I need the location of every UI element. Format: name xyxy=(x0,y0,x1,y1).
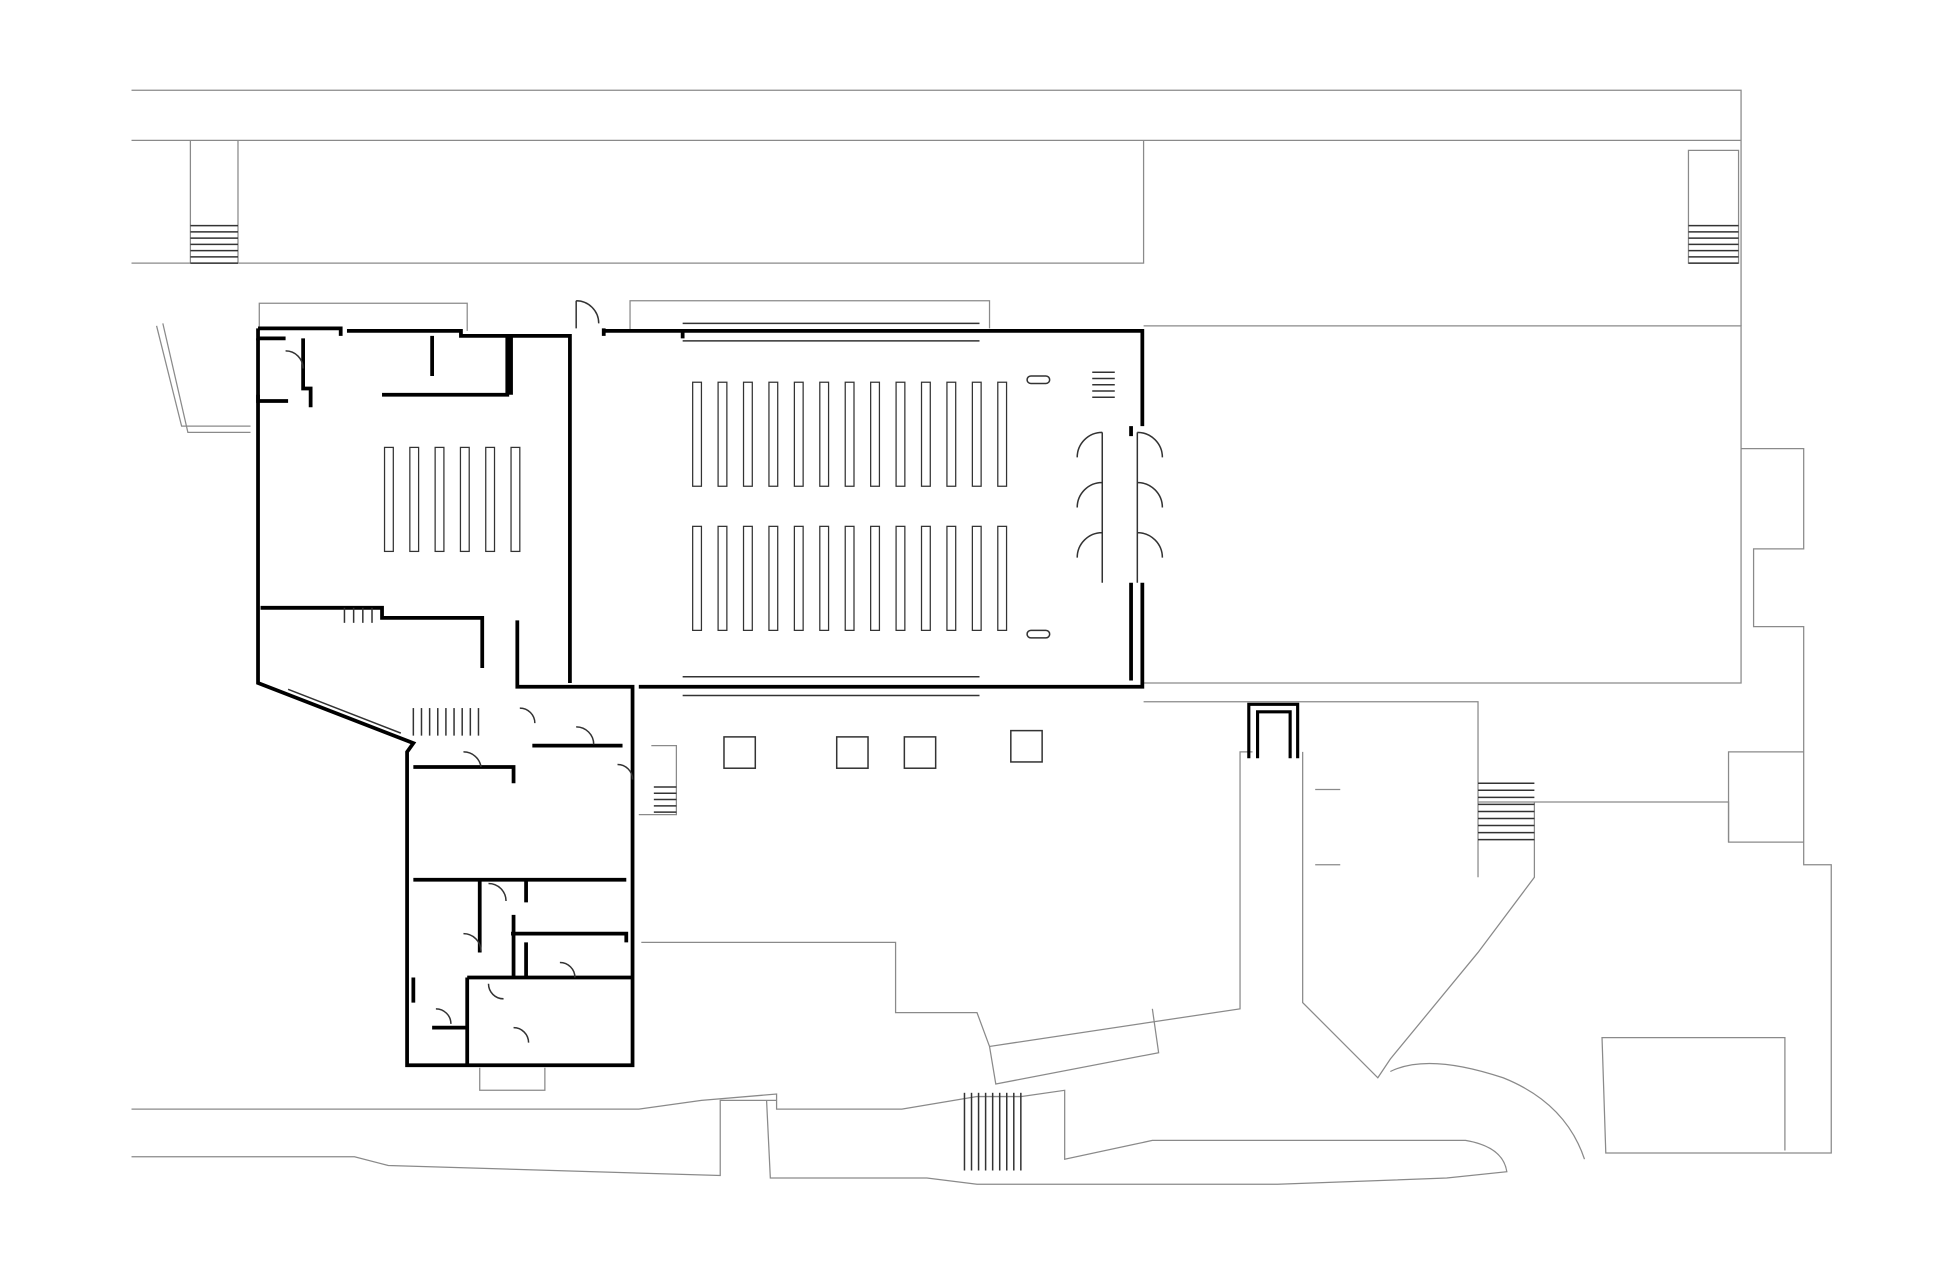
north-annex-rooms xyxy=(256,338,313,408)
stairs xyxy=(190,224,1739,1171)
pew xyxy=(793,381,804,487)
top-building-outline xyxy=(131,89,1742,326)
lower-court-outline xyxy=(641,751,1253,1085)
pew xyxy=(409,446,420,553)
courtyard-outline xyxy=(638,701,1730,878)
pew xyxy=(717,525,728,631)
pew xyxy=(768,381,779,487)
fixtures xyxy=(287,322,1300,769)
pew xyxy=(997,525,1008,631)
pew xyxy=(383,446,394,553)
pew xyxy=(768,525,779,631)
pillar-2 xyxy=(835,736,869,769)
pew xyxy=(920,381,931,487)
pew xyxy=(692,381,703,487)
altar-top xyxy=(1026,375,1051,385)
pew xyxy=(870,525,881,631)
pillar-1 xyxy=(723,736,757,769)
side-chapel-inner-walls xyxy=(260,335,513,668)
pew xyxy=(920,525,931,631)
ramp-outline xyxy=(1302,751,1586,1160)
right-building-outline xyxy=(1143,325,1832,1154)
south-road-outline xyxy=(131,1067,1508,1185)
site-outline xyxy=(131,89,1832,1185)
pillar-4 xyxy=(1010,729,1043,763)
pillar-3 xyxy=(903,736,937,769)
annex-doors xyxy=(285,350,634,1043)
pew xyxy=(819,525,830,631)
pew xyxy=(459,446,470,553)
side-chapel-walls xyxy=(256,326,635,1068)
pew xyxy=(742,381,753,487)
left-ramp xyxy=(155,323,251,433)
annex-walls xyxy=(411,743,633,1066)
chimney xyxy=(1247,702,1300,759)
pew xyxy=(793,525,804,631)
pew xyxy=(692,525,703,631)
building-walls xyxy=(256,326,1145,1068)
pew xyxy=(844,381,855,487)
altar-bottom xyxy=(1026,629,1051,639)
pew xyxy=(485,446,496,553)
pew xyxy=(717,381,728,487)
pew xyxy=(946,525,957,631)
pew xyxy=(819,381,830,487)
pew xyxy=(844,525,855,631)
pew xyxy=(434,446,445,553)
north-door xyxy=(575,300,600,329)
pews xyxy=(383,381,1008,631)
east-doors xyxy=(1076,431,1164,583)
main-hall-walls xyxy=(601,328,1145,689)
pew xyxy=(997,381,1008,487)
doors xyxy=(285,300,1164,1043)
pew xyxy=(946,381,957,487)
pew xyxy=(742,525,753,631)
window-bands xyxy=(287,322,980,734)
pew xyxy=(510,446,521,553)
pew xyxy=(895,525,906,631)
chapel-canopy xyxy=(258,300,991,331)
pew xyxy=(971,525,982,631)
pew xyxy=(895,381,906,487)
pew xyxy=(870,381,881,487)
pew xyxy=(971,381,982,487)
